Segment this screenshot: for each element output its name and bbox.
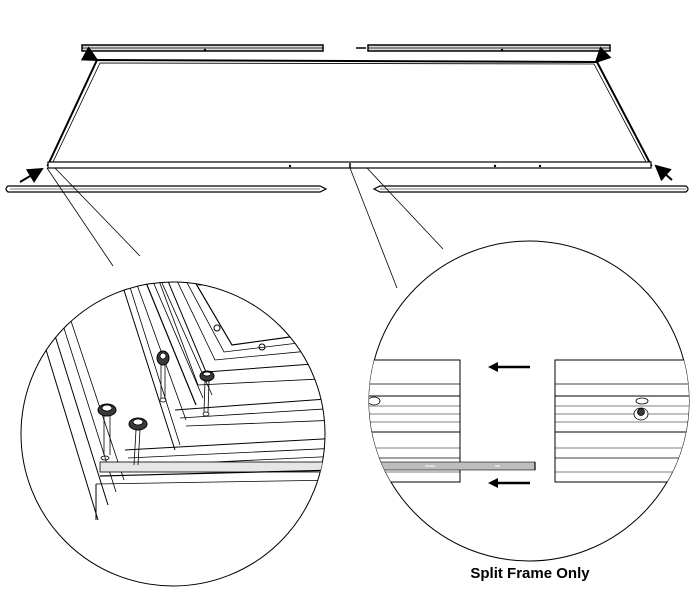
screw-icon — [97, 403, 117, 461]
screw-icon — [128, 417, 148, 466]
corner-arrow-icon — [80, 46, 612, 64]
bottom-right-rail — [372, 185, 689, 193]
screw-icon — [633, 397, 649, 421]
top-left-rail — [81, 44, 324, 52]
arrow-left-icon — [488, 362, 530, 372]
callout-lines — [46, 167, 444, 289]
arrow-left-icon — [488, 478, 530, 488]
top-right-rail — [356, 44, 611, 52]
corner-arrow-icon — [19, 164, 673, 184]
corner-detail-circle — [20, 281, 326, 587]
screw-icon — [199, 370, 215, 417]
bottom-left-rail — [5, 185, 328, 193]
split-frame-caption: Split Frame Only — [470, 565, 590, 582]
split-joint-detail-circle — [368, 240, 690, 562]
screen-panel — [46, 58, 653, 169]
screw-icon — [156, 350, 170, 403]
